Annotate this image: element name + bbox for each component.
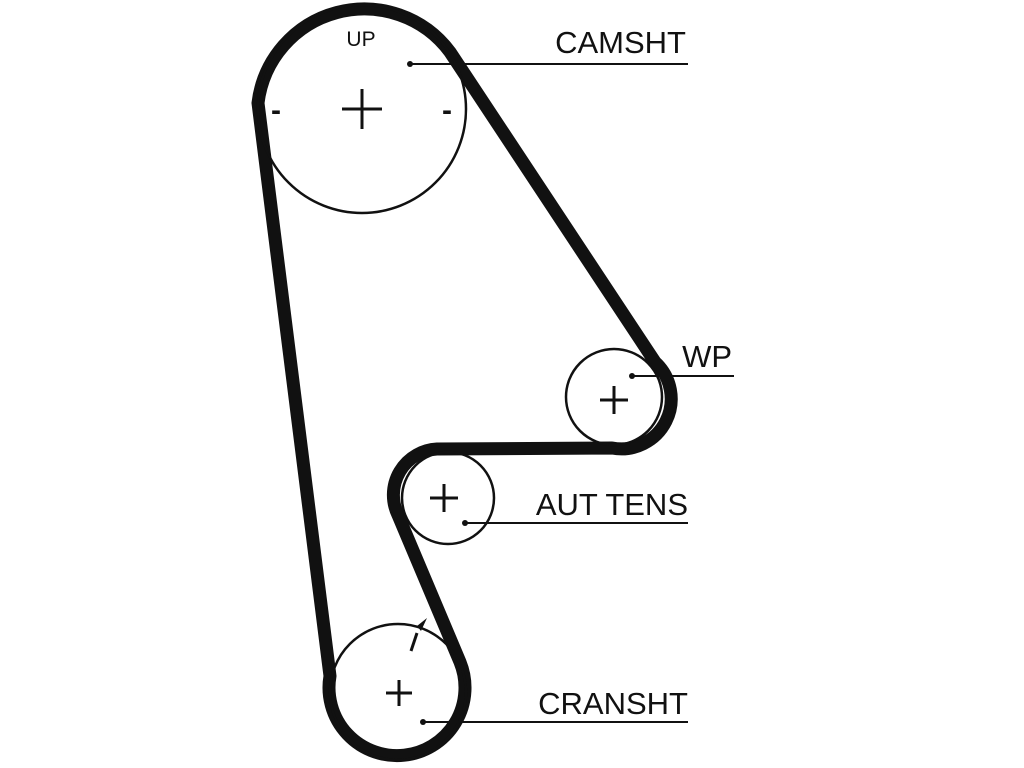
auto-tensioner-center-icon (430, 484, 458, 512)
auto-tensioner-label: AUT TENS (536, 487, 688, 522)
crankshaft-label: CRANSHT (538, 686, 688, 721)
timing-belt (251, 2, 678, 763)
auto-tensioner-callout-leader (462, 520, 688, 526)
crankshaft-center-icon (386, 680, 412, 706)
water-pump-center-icon (600, 386, 628, 414)
camshaft-pulley-outline (256, 3, 468, 215)
camshaft-callout-leader (407, 61, 688, 67)
crankshaft-pulley (328, 618, 468, 762)
water-pump-label: WP (682, 339, 732, 374)
water-pump-pulley-outline (564, 347, 664, 447)
crankshaft-pulley-outline (328, 622, 468, 762)
auto-tensioner-pulley (400, 450, 496, 546)
crankshaft-callout-leader (420, 719, 688, 725)
water-pump-pulley (564, 347, 664, 447)
camshaft-pulley: UP - - (256, 3, 468, 215)
camshaft-label: CAMSHT (555, 25, 686, 60)
camshaft-up-marker: UP (346, 28, 375, 51)
crankshaft-timing-mark-icon (409, 618, 427, 652)
auto-tensioner-pulley-outline (400, 450, 496, 546)
camshaft-left-minus-marker: - (271, 94, 281, 127)
camshaft-center-icon (342, 89, 382, 129)
water-pump-callout-leader (629, 373, 734, 379)
camshaft-right-minus-marker: - (442, 94, 452, 127)
